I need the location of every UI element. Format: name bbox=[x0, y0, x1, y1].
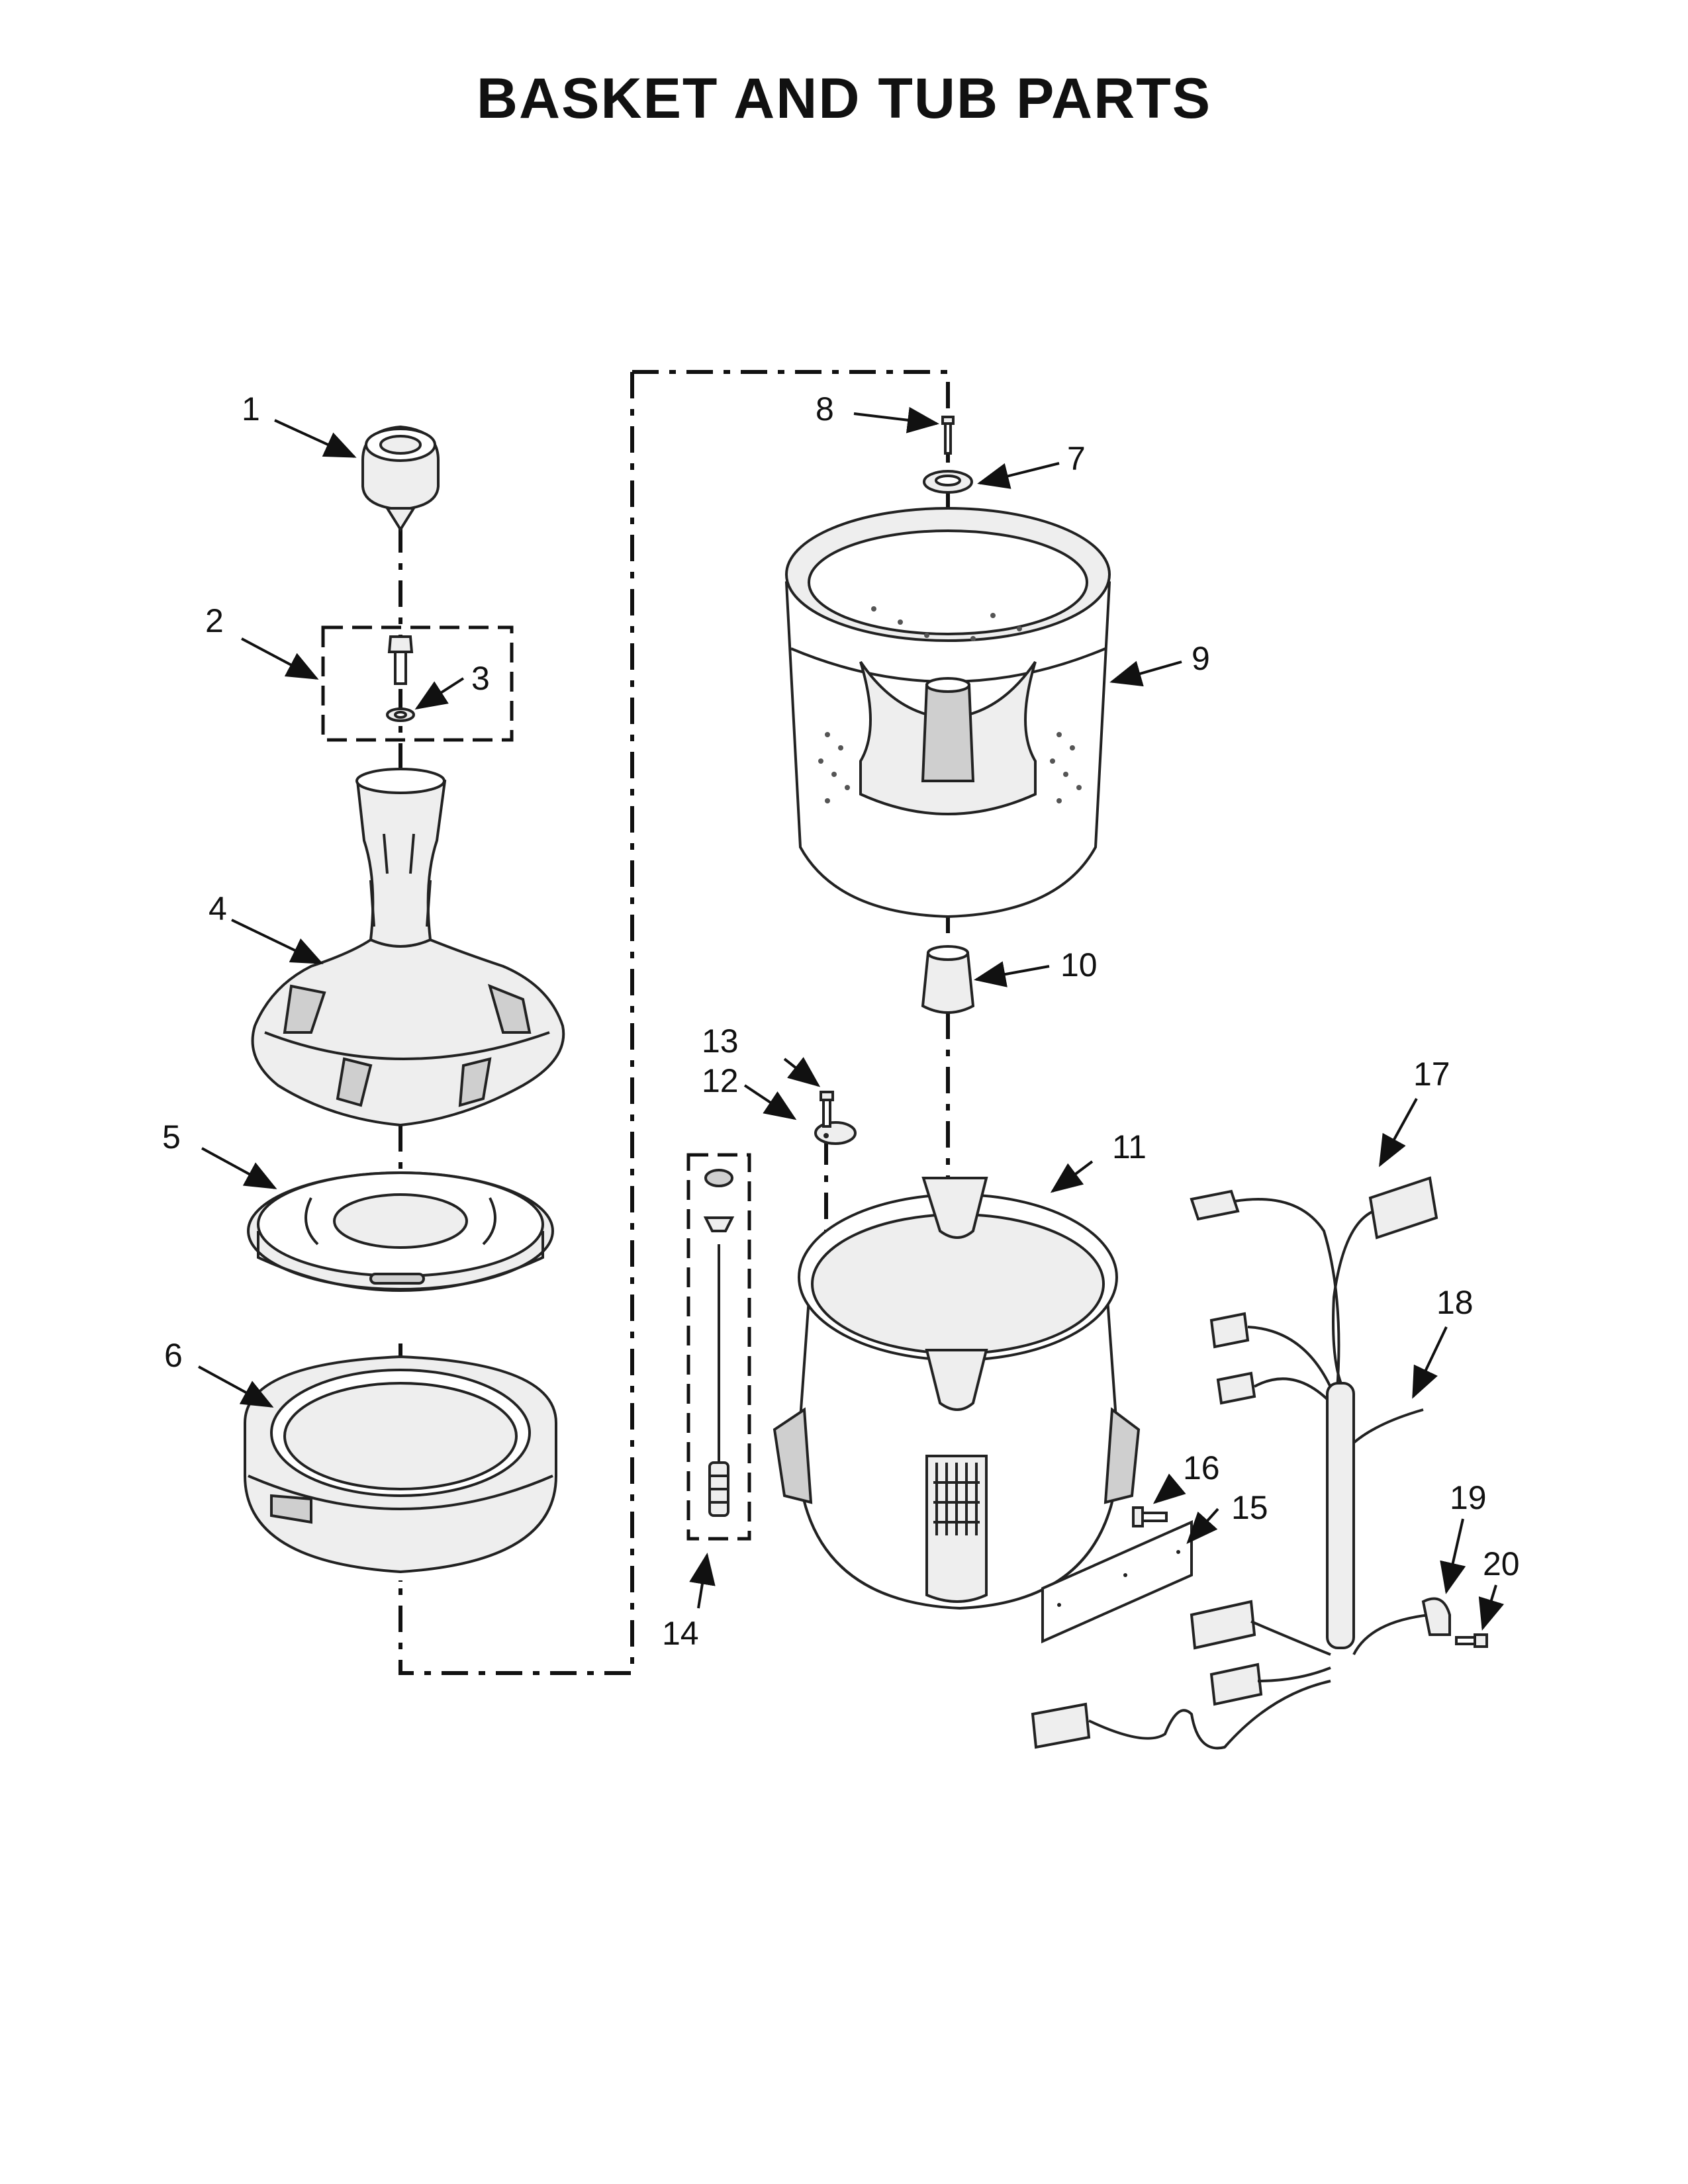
kit-box-14 bbox=[686, 1153, 751, 1541]
page-title: BASKET AND TUB PARTS bbox=[476, 67, 1212, 130]
part-1-agitator-cap bbox=[361, 425, 440, 532]
part-14-suspension-rod bbox=[703, 1169, 735, 1517]
part-2-bolt bbox=[387, 635, 414, 685]
part-8-screw bbox=[941, 416, 955, 455]
callout-19: 19 bbox=[1450, 1479, 1487, 1516]
callout-1: 1 bbox=[242, 390, 260, 428]
part-7-nut bbox=[923, 470, 973, 494]
assembly-connector-left bbox=[399, 372, 634, 1675]
callout-11: 11 bbox=[1112, 1128, 1147, 1165]
callout-8: 8 bbox=[816, 390, 834, 428]
callout-14: 14 bbox=[662, 1615, 699, 1652]
leader-arrows bbox=[198, 406, 1505, 1631]
callout-2: 2 bbox=[205, 602, 224, 639]
callout-labels: 1 2 3 4 5 6 7 8 9 10 11 12 13 14 15 16 1… bbox=[162, 390, 1520, 1652]
part-13-screw bbox=[820, 1091, 834, 1128]
part-20-screw bbox=[1455, 1633, 1488, 1648]
part-15-board bbox=[1041, 1520, 1193, 1644]
callout-16: 16 bbox=[1183, 1449, 1220, 1486]
part-17-18-wire-harness bbox=[1031, 1176, 1438, 1750]
part-4-agitator bbox=[251, 768, 565, 1127]
part-6-ring bbox=[244, 1355, 557, 1574]
part-16-screw bbox=[1132, 1506, 1168, 1527]
callout-12: 12 bbox=[702, 1062, 739, 1099]
callout-20: 20 bbox=[1483, 1545, 1520, 1582]
assembly-connector-top bbox=[632, 370, 950, 503]
part-9-basket bbox=[784, 507, 1111, 919]
part-3-washer bbox=[386, 707, 415, 722]
callout-13: 13 bbox=[702, 1023, 739, 1060]
callout-4: 4 bbox=[209, 890, 227, 927]
callout-17: 17 bbox=[1413, 1056, 1450, 1093]
callout-7: 7 bbox=[1067, 440, 1086, 477]
part-11-outer-tub bbox=[773, 1177, 1141, 1610]
callout-10: 10 bbox=[1060, 946, 1098, 983]
kit-box-2 bbox=[321, 625, 514, 742]
callout-15: 15 bbox=[1231, 1489, 1268, 1526]
callout-5: 5 bbox=[162, 1118, 181, 1156]
callout-3: 3 bbox=[471, 660, 490, 697]
part-10-bushing bbox=[921, 945, 975, 1014]
callout-18: 18 bbox=[1436, 1284, 1474, 1321]
callout-6: 6 bbox=[164, 1337, 183, 1374]
part-5-plate bbox=[247, 1171, 554, 1292]
part-19-clamp bbox=[1421, 1597, 1451, 1636]
part-12-clip bbox=[814, 1121, 857, 1145]
callout-9: 9 bbox=[1192, 640, 1210, 677]
